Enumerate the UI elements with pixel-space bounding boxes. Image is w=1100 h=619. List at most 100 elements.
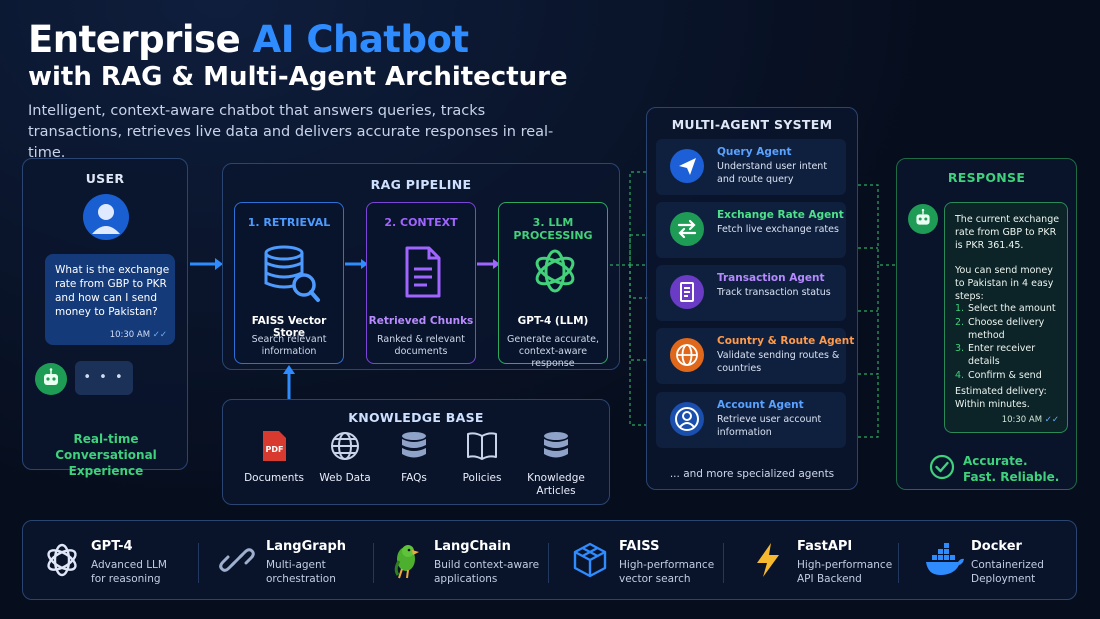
- rag-step-title: Retrieved Chunks: [368, 315, 474, 327]
- typing-indicator: • • •: [75, 361, 133, 395]
- kb-item-faqs: FAQs: [374, 430, 454, 485]
- response-step: 3.Enter receiver details: [955, 343, 1067, 369]
- kb-item-label: Documents: [244, 472, 304, 484]
- step-num: 1.: [955, 303, 965, 314]
- step-text: Confirm & send: [968, 369, 1042, 381]
- response-intro: The current exchange rate from GBP to PK…: [955, 214, 1060, 251]
- response-step: 2.Choose delivery method: [955, 317, 1067, 343]
- step-num: 2.: [955, 316, 965, 328]
- agents-heading: MULTI-AGENT SYSTEM: [671, 117, 833, 132]
- tech-name: Docker: [971, 539, 1022, 554]
- rag-step-label: 1. RETRIEVAL: [247, 216, 331, 229]
- response-steps-intro: You can send money to Pakistan in 4 easy…: [955, 265, 1054, 302]
- response-delivery: Estimated delivery: Within minutes.: [955, 386, 1047, 410]
- paper-plane-icon: [670, 149, 704, 183]
- response-bubble: The current exchange rate from GBP to PK…: [944, 202, 1068, 433]
- step-num: 3.: [955, 343, 965, 355]
- multi-agent-panel: MULTI-AGENT SYSTEM Query Agent Understan…: [646, 107, 858, 490]
- kb-item-policies: Policies: [442, 430, 522, 485]
- response-meta: 10:30 AM ✓✓: [1002, 414, 1059, 427]
- rag-step-retrieval: 1. RETRIEVAL FAISS Vector Store Search r…: [234, 202, 344, 364]
- agent-name: Transaction Agent: [717, 272, 825, 284]
- kb-item-label: Web Data: [319, 472, 371, 484]
- openai-icon: [47, 543, 77, 577]
- user-message-text: What is the exchange rate from GBP to PK…: [55, 264, 170, 318]
- user-heading: USER: [85, 171, 125, 186]
- arrow-kb-to-rag: [283, 365, 295, 399]
- agent-name: Query Agent: [717, 146, 792, 158]
- user-message-meta: 10:30 AM ✓✓: [110, 330, 167, 340]
- rag-step-desc: Generate accurate, context-aware respons…: [507, 334, 599, 369]
- exchange-arrows-icon: [670, 212, 704, 246]
- tech-name: LangGraph: [266, 539, 347, 554]
- arrow-retrieval-to-context: [345, 259, 368, 269]
- kb-item-label: Knowledge Articles: [527, 472, 585, 497]
- step-text: Select the amount: [968, 303, 1056, 314]
- response-time: 10:30 AM: [1001, 415, 1043, 426]
- rag-step-label: 2. CONTEXT: [384, 216, 458, 229]
- agent-desc: Understand user intent and route query: [717, 161, 828, 185]
- divider: [723, 543, 724, 583]
- kb-item-documents: PDF Documents: [234, 430, 314, 485]
- tech-desc-line2: orchestration: [266, 573, 336, 585]
- page-title: Enterprise AI Chatbot: [28, 18, 469, 61]
- divider: [198, 543, 199, 583]
- database-icon: [402, 432, 426, 458]
- agent-exchange-rate: Exchange Rate Agent Fetch live exchange …: [656, 202, 846, 258]
- page-title-line2: with RAG & Multi-Agent Architecture: [28, 62, 568, 92]
- pdf-icon-text: PDF: [266, 445, 284, 454]
- check-circle-icon: [929, 454, 955, 480]
- docker-whale-icon: [926, 543, 964, 575]
- agent-transaction: Transaction Agent Track transaction stat…: [656, 265, 846, 321]
- rag-step-desc: Ranked & relevant documents: [377, 334, 465, 357]
- response-steps-list: 1.Select the amount 2.Choose delivery me…: [955, 303, 1067, 383]
- agent-account: Account Agent Retrieve user account info…: [656, 392, 846, 448]
- rag-heading: RAG PIPELINE: [370, 177, 472, 192]
- response-heading: RESPONSE: [947, 170, 1026, 185]
- step-text: Enter receiver details: [968, 343, 1036, 368]
- double-check-icon: ✓✓: [152, 330, 167, 340]
- tech-name: FAISS: [619, 539, 660, 554]
- kb-item-knowledge-articles: Knowledge Articles: [516, 430, 596, 498]
- chain-link-icon: [219, 548, 255, 572]
- globe-icon: [670, 338, 704, 372]
- divider: [373, 543, 374, 583]
- bot-avatar-icon: [908, 204, 938, 234]
- pdf-icon: PDF: [263, 431, 286, 461]
- tech-desc-line1: High-performance: [619, 559, 715, 571]
- lightning-icon: [757, 543, 779, 577]
- double-check-icon: ✓✓: [1044, 415, 1059, 426]
- database-icon: [544, 432, 568, 458]
- response-panel: RESPONSE The current exchange rate from …: [896, 158, 1077, 490]
- rag-step-title: GPT-4 (LLM): [517, 315, 589, 327]
- agent-query: Query Agent Understand user intent and r…: [656, 139, 846, 195]
- user-message-time: 10:30 AM: [109, 330, 151, 340]
- book-icon: [467, 432, 497, 460]
- user-panel: USER What is the exchange rate from GBP …: [22, 158, 188, 478]
- tech-desc-line1: High-performance: [797, 559, 893, 571]
- kb-heading: KNOWLEDGE BASE: [348, 410, 484, 425]
- user-avatar-icon: [83, 194, 129, 240]
- divider: [898, 543, 899, 583]
- agent-desc: Validate sending routes & countries: [717, 350, 840, 374]
- tech-name: GPT-4: [91, 539, 133, 554]
- page-subtitle: Intelligent, context-aware chatbot that …: [28, 103, 554, 161]
- title-text: Enterprise: [28, 18, 253, 61]
- rag-step-desc: Search relevant information: [251, 334, 327, 357]
- tech-name: LangChain: [434, 539, 511, 554]
- divider: [548, 543, 549, 583]
- rag-step-title: FAISS Vector Store: [251, 315, 327, 339]
- rag-step-label: 3. LLM PROCESSING: [513, 216, 593, 242]
- receipt-icon: [670, 275, 704, 309]
- agents-to-response-connector: [858, 184, 896, 438]
- parrot-icon: [394, 545, 419, 579]
- tech-desc-line2: applications: [434, 573, 498, 585]
- response-footer: Accurate. Fast. Reliable.: [963, 454, 1060, 484]
